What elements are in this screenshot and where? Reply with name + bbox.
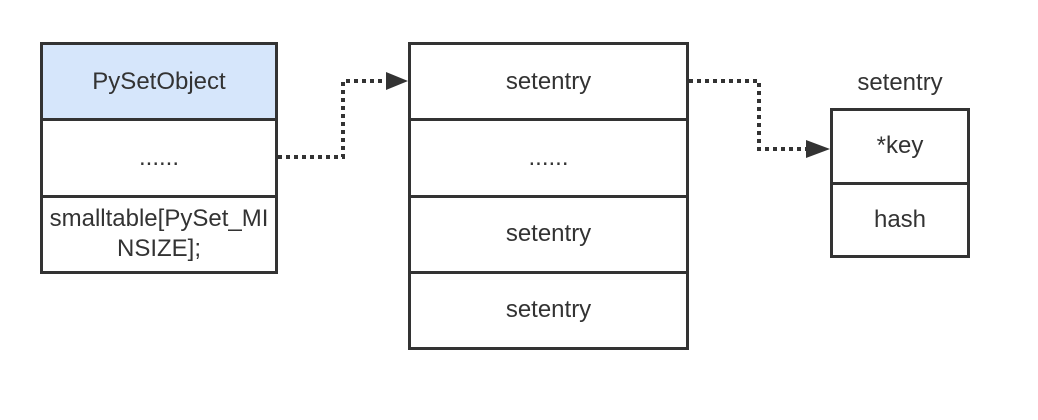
arrowhead-table-icon bbox=[386, 72, 408, 90]
arrowhead-entry-icon bbox=[806, 140, 830, 158]
setentry-field-key: *key bbox=[876, 132, 924, 160]
table-row: ...... bbox=[411, 118, 686, 194]
table-row: setentry bbox=[505, 67, 592, 95]
pyset-object-ellipsis: ...... bbox=[43, 118, 275, 194]
setentry-table: setentry ...... setentry setentry bbox=[408, 42, 689, 350]
pyset-object-struct: PySetObject ...... smalltable[PySet_MINS… bbox=[40, 42, 278, 274]
setentry-field-hash: hash bbox=[833, 181, 967, 256]
setentry-struct: *key hash bbox=[830, 108, 970, 258]
setentry-struct-title: setentry bbox=[857, 69, 943, 96]
arrow-pyset-to-table bbox=[278, 79, 388, 159]
table-row: setentry bbox=[411, 270, 686, 347]
pyset-object-smalltable: smalltable[PySet_MINSIZE]; bbox=[43, 194, 275, 271]
pyset-object-header: PySetObject bbox=[43, 45, 275, 119]
arrow-table-to-entry bbox=[689, 79, 808, 151]
table-row: setentry bbox=[411, 194, 686, 271]
